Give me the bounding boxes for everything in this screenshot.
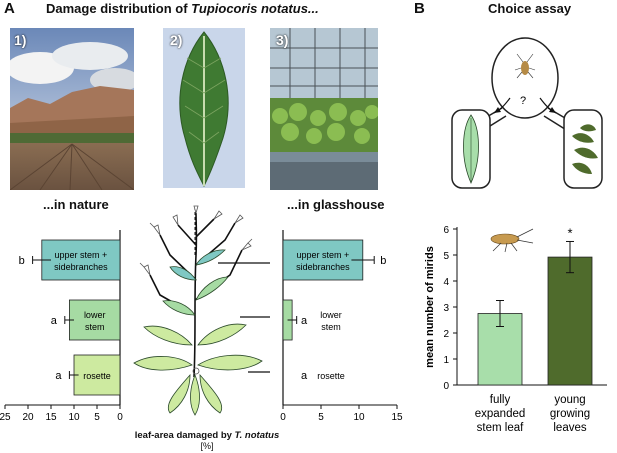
x-axis-label-prefix: leaf-area damaged by xyxy=(134,430,235,441)
caption-glasshouse: ...in glasshouse xyxy=(287,197,385,212)
choice-ytick-label-0: 0 xyxy=(443,381,449,392)
mirid-leg-3 xyxy=(510,242,518,252)
nature-bar-0 xyxy=(41,239,121,281)
mirid-illustration xyxy=(490,228,534,253)
choice-category-label-0-0: fully xyxy=(490,394,511,406)
mirid-in-arena xyxy=(514,53,536,79)
nature-tick-label-5: 0 xyxy=(117,412,123,420)
photo-nature-number: 1) xyxy=(14,32,27,48)
panel-a-title-prefix: Damage distribution of xyxy=(46,1,192,16)
nature-bar-label-2-0: rosette xyxy=(83,371,111,381)
choice-category-label-1-0: young xyxy=(554,394,585,406)
nature-tick-label-0: 25 xyxy=(0,412,11,420)
panel-b-title: Choice assay xyxy=(488,1,572,16)
choice-bar-1 xyxy=(547,256,593,386)
photo-nature-image xyxy=(10,28,134,190)
choice-ytick-label-4: 4 xyxy=(443,277,449,288)
choice-assay-chart: 0 1 2 3 4 5 6 mean number of mirids fully expande… xyxy=(424,225,607,434)
glass-bar-0 xyxy=(282,239,364,281)
caption-nature: ...in nature xyxy=(43,197,109,212)
choice-category-label-1-2: leaves xyxy=(553,422,586,434)
photo-nature xyxy=(10,28,134,190)
glass-letter-0: b xyxy=(380,255,386,267)
glass-letter-2: a xyxy=(301,370,308,382)
panel-a-title-species: Tupiocoris notatus... xyxy=(191,1,319,16)
choice-ytick-label-2: 2 xyxy=(443,329,449,340)
glass-bar-label-1-0: lower xyxy=(320,310,342,320)
photo-leaf-number: 2) xyxy=(170,32,183,48)
nature-damage-chart: b upper stem + sidebranches a lower stem a rose… xyxy=(0,230,123,420)
nature-letter-0: b xyxy=(19,255,25,267)
x-axis-label-species: T. notatus xyxy=(234,430,280,441)
choice-significance-star: * xyxy=(567,225,572,240)
nature-tick-label-3: 10 xyxy=(68,412,80,420)
nature-bar-2 xyxy=(73,354,121,396)
nature-letter-2: a xyxy=(55,370,62,382)
mirid-antenna-2 xyxy=(516,239,534,244)
panel-a-title: Damage distribution of Tupiocoris notatu… xyxy=(46,1,319,16)
plant-illustration xyxy=(133,205,270,416)
glass-tick-label-2: 10 xyxy=(353,412,365,420)
glass-bar-label-0-1: sidebranches xyxy=(296,262,350,272)
glass-tick-label-1: 5 xyxy=(318,412,324,420)
nature-bar-label-1-1: stem xyxy=(85,322,105,332)
choice-category-label-1-1: growing xyxy=(550,408,590,420)
nature-tick-label-4: 5 xyxy=(94,412,100,420)
glass-letter-1: a xyxy=(301,315,308,327)
choice-ytick-label-5: 5 xyxy=(443,251,449,262)
nature-bar-label-0-0: upper stem + xyxy=(55,250,108,260)
x-axis-unit: [%] xyxy=(200,441,214,451)
mirid-body xyxy=(490,233,520,245)
photo-glasshouse-image xyxy=(270,28,378,190)
choice-category-label-0-1: expanded xyxy=(475,408,526,420)
glass-bar-label-1-1: stem xyxy=(321,322,341,332)
mirid-leg-2 xyxy=(504,242,508,253)
nature-tick-label-1: 20 xyxy=(22,412,34,420)
x-axis-label: leaf-area damaged by T. notatus xyxy=(125,430,289,441)
mirid-antenna-1 xyxy=(516,228,534,238)
choice-ytick-label-6: 6 xyxy=(443,225,449,236)
choice-ytick-label-3: 3 xyxy=(443,303,449,314)
choice-ytick-label-1: 1 xyxy=(443,355,449,366)
choice-category-label-0-2: stem leaf xyxy=(477,422,524,434)
photo-leaf-image xyxy=(163,28,245,188)
nature-tick-label-2: 15 xyxy=(45,412,57,420)
panel-b-letter: B xyxy=(414,0,425,17)
panel-a-letter: A xyxy=(4,0,15,17)
photo-glasshouse-number: 3) xyxy=(276,32,289,48)
choice-question-mark: ? xyxy=(520,95,526,107)
nature-bar-label-0-1: sidebranches xyxy=(54,262,108,272)
glass-bar-label-0-0: upper stem + xyxy=(297,250,350,260)
glass-bar-label-2-0: rosette xyxy=(317,371,345,381)
mirid-leg-1 xyxy=(492,242,502,252)
glass-tick-label-3: 15 xyxy=(391,412,403,420)
glass-tick-label-0: 0 xyxy=(280,412,286,420)
choice-arena-diagram: ? xyxy=(451,37,603,189)
nature-letter-1: a xyxy=(51,315,58,327)
choice-y-axis-label: mean number of mirids xyxy=(424,246,436,368)
photo-glasshouse xyxy=(270,28,378,190)
nature-bar-label-1-0: lower xyxy=(84,310,106,320)
photo-leaf xyxy=(163,28,245,188)
nature-bar-1 xyxy=(69,299,121,341)
